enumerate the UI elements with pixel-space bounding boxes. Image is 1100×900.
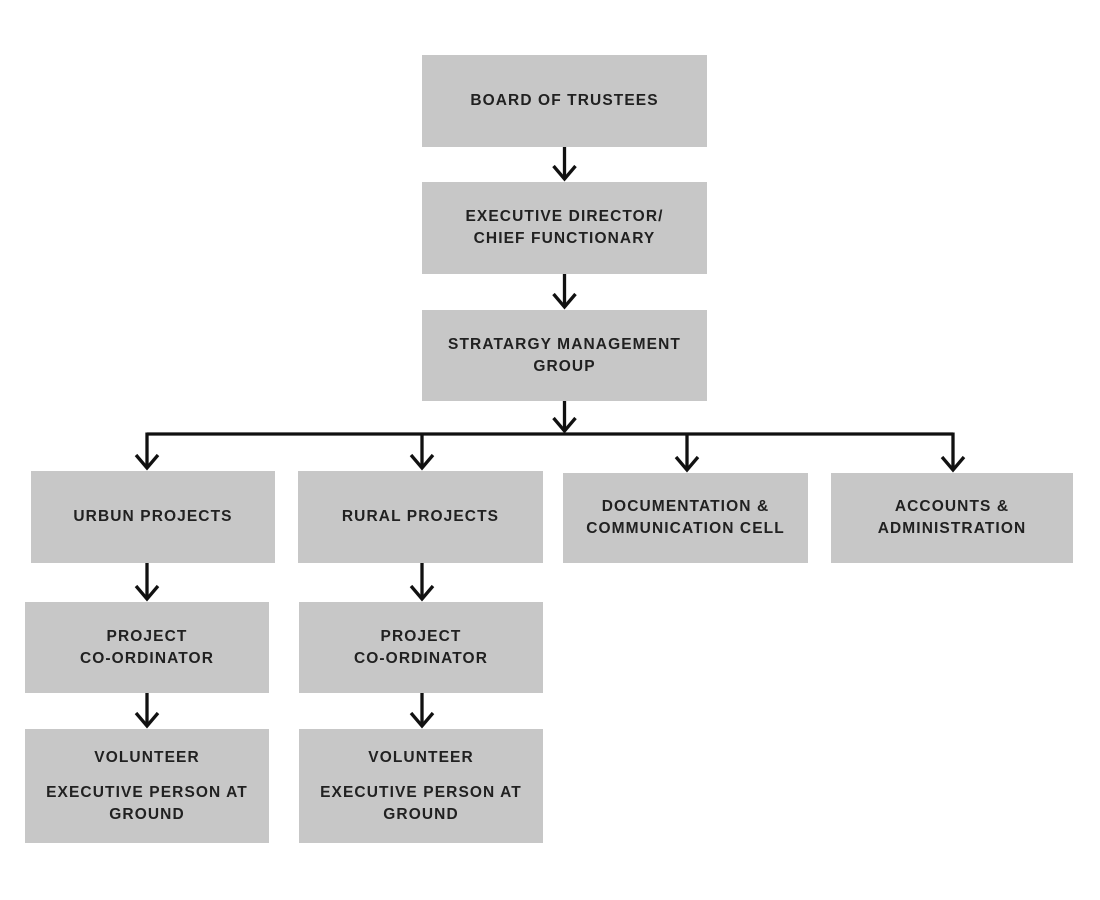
node-label: ACCOUNTS &	[894, 498, 1010, 515]
connector-strategy-to-branch-line	[552, 401, 577, 434]
node-label: STRATARGY MANAGEMENT	[448, 335, 681, 353]
node-project-coordinator-urban: PROJECT CO-ORDINATOR	[25, 602, 269, 693]
node-rural-projects: RURAL PROJECTS	[298, 471, 543, 563]
connector-urban-coordinator-to-volunteer	[134, 693, 160, 729]
connector-branch-to-documentation	[674, 434, 700, 473]
node-label: COMMUNICATION CELL	[586, 520, 785, 537]
node-urban-projects: URBUN PROJECTS	[31, 471, 275, 563]
node-label: RURAL PROJECTS	[341, 508, 500, 525]
node-label: ADMINISTRATION	[877, 520, 1027, 537]
node-label: URBUN PROJECTS	[73, 508, 233, 525]
node-strategy-management-group: STRATARGY MANAGEMENT GROUP	[422, 310, 707, 401]
connector-board-to-executive	[552, 147, 577, 182]
connector-urban-to-coordinator	[134, 563, 160, 602]
connector-branch-to-accounts	[940, 432, 966, 473]
node-label: DOCUMENTATION &	[601, 498, 770, 515]
connector-branch-to-rural-projects	[409, 434, 435, 471]
connector-branch-to-urban-projects	[134, 432, 160, 471]
node-project-coordinator-rural: PROJECT CO-ORDINATOR	[299, 602, 543, 693]
node-label: VOLUNTEER	[368, 748, 474, 766]
connector-rural-coordinator-to-volunteer	[409, 693, 435, 729]
node-label: CO-ORDINATOR	[79, 649, 215, 667]
connector-rural-to-coordinator	[409, 563, 435, 602]
connector-executive-to-strategy	[552, 274, 577, 310]
node-label: BOARD OF TRUSTEES	[470, 92, 659, 109]
node-accounts-administration: ACCOUNTS & ADMINISTRATION	[831, 473, 1073, 563]
node-label: VOLUNTEER	[94, 748, 200, 766]
node-label: PROJECT	[380, 627, 462, 645]
node-label: EXECUTIVE DIRECTOR/	[465, 208, 664, 225]
node-volunteer-urban: VOLUNTEER EXECUTIVE PERSON AT GROUND	[25, 729, 269, 843]
node-label: PROJECT	[106, 627, 188, 645]
node-label: GROUP	[533, 357, 596, 375]
node-label: CHIEF FUNCTIONARY	[473, 230, 656, 247]
node-documentation-communication-cell: DOCUMENTATION & COMMUNICATION CELL	[563, 473, 808, 563]
node-label: CO-ORDINATOR	[353, 649, 489, 667]
node-label: EXECUTIVE PERSON AT GROUND	[46, 783, 248, 823]
node-volunteer-rural: VOLUNTEER EXECUTIVE PERSON AT GROUND	[299, 729, 543, 843]
node-executive-director: EXECUTIVE DIRECTOR/ CHIEF FUNCTIONARY	[422, 182, 707, 274]
node-label: EXECUTIVE PERSON AT GROUND	[320, 783, 522, 823]
node-board-of-trustees: BOARD OF TRUSTEES	[422, 55, 707, 147]
